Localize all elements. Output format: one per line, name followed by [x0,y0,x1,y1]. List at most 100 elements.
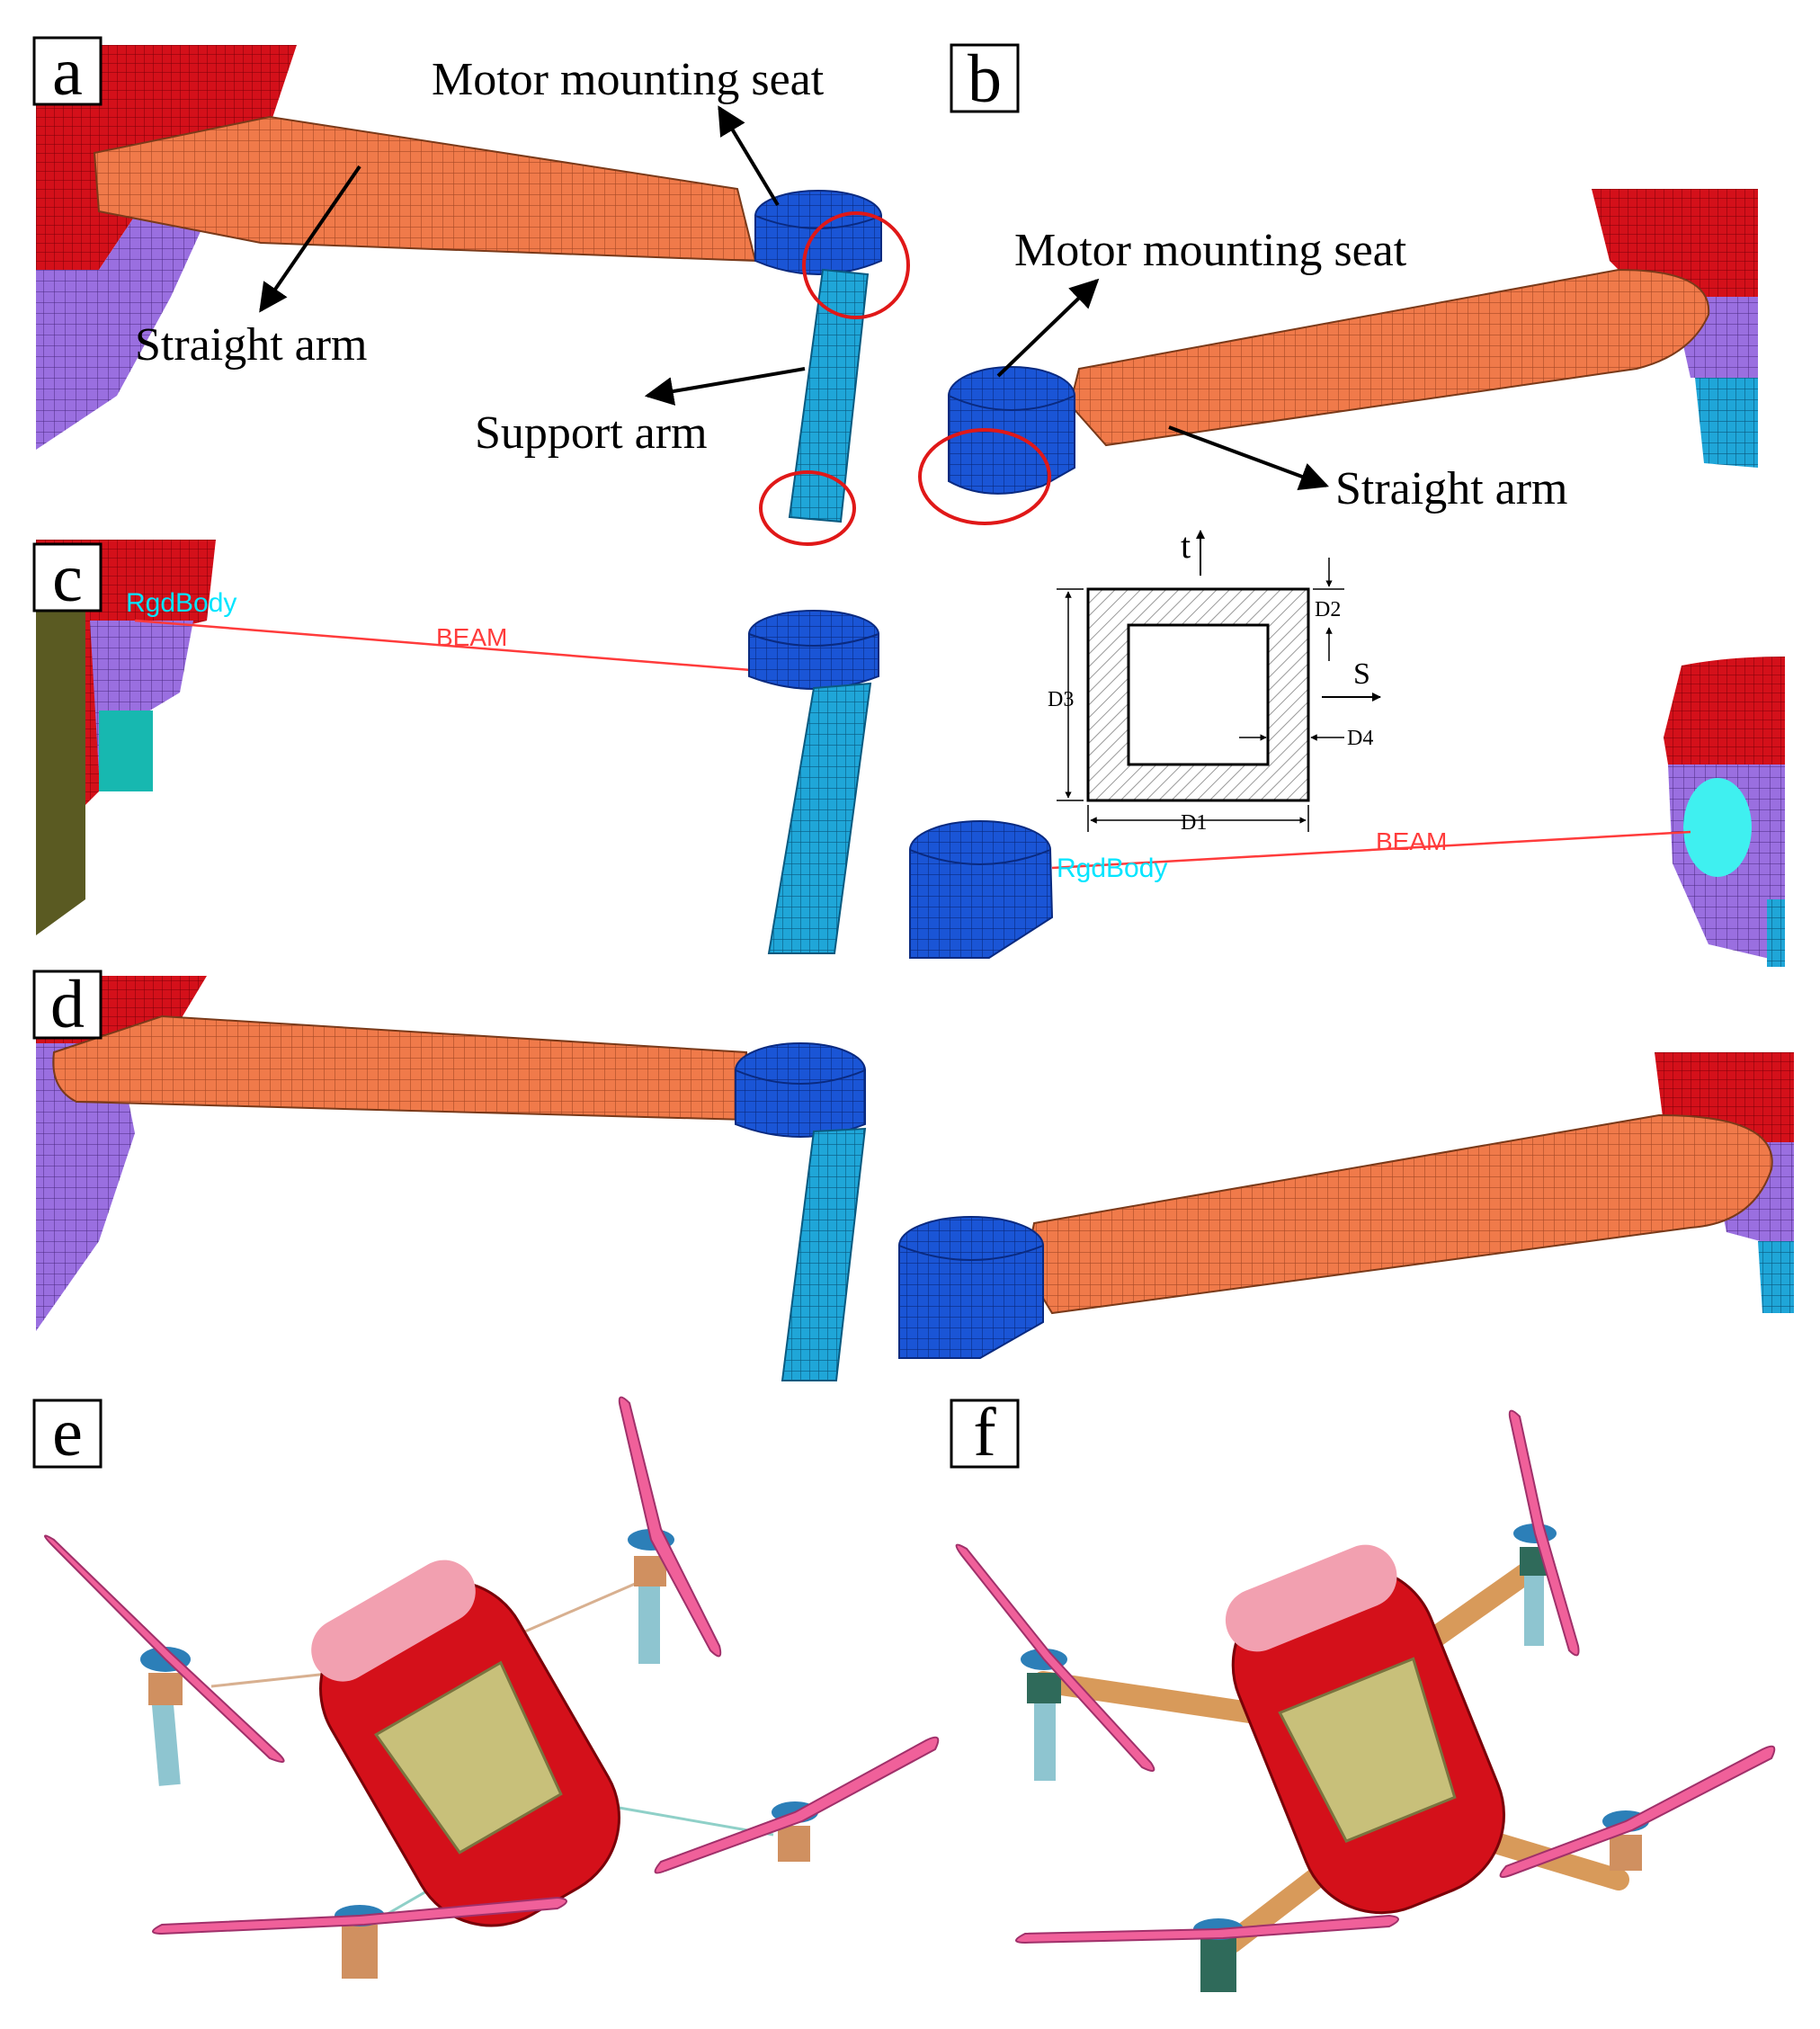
straight-arm-mesh-b [1068,268,1710,447]
panel-f: f [950,1395,1776,1992]
arrow-straight-arm-b [1168,425,1329,490]
propeller-f-bottom [1015,1914,1399,1944]
propeller-f-top [1508,1409,1580,1657]
label-d4: D4 [1347,727,1373,750]
support-cyan-c-right [1767,899,1785,967]
support-e-left [150,1690,181,1786]
motor-seat-wall-c [748,632,879,690]
battery-f [1278,1657,1457,1843]
drone-body-f [1225,1544,1506,1915]
motor-e-left [148,1673,183,1705]
motor-seat-wall-d [735,1068,866,1138]
panel-b: b Motor mounting seat Straight arm [918,41,1758,525]
drone-body-purple [36,162,216,450]
propeller-e-top [618,1396,722,1658]
rotor-e-top [618,1396,722,1664]
battery-e [374,1660,563,1855]
beam-cross-section: t S D1 D3 D2 D4 [1048,525,1381,835]
rotor-f-right [1499,1745,1776,1878]
straight-arm-d-right [1023,1113,1773,1315]
label-beam-c-right: BEAM [1376,827,1447,855]
support-arm-d [781,1127,867,1381]
arrow-straight-arm-a [259,165,361,313]
panel-a: a Motor mounting seat Straight arm Suppo… [32,34,910,546]
support-arm-mesh [788,268,870,523]
panel-d-label-box [32,970,103,1040]
arrow-motor-seat-b [996,278,1100,378]
label-d1: D1 [1181,811,1207,835]
label-rgdbody-c: RgdBody [126,588,236,618]
label-support-arm-a: Support arm [475,407,708,459]
motor-e-right [778,1826,810,1862]
motor-seat-wall-d-right [898,1244,1044,1359]
connector-cyan-c [99,711,153,791]
motor-seat-wall-c-right [909,848,1054,959]
drone-body-e [311,1560,620,1927]
label-s: S [1353,657,1370,691]
beam-line-c-right [1051,830,1691,870]
panel-b-label-box [950,43,1020,113]
rotor-e-right [654,1736,940,1874]
motor-seat-wall [754,214,882,275]
panel-e-label: e [52,1395,83,1470]
propeller-e-left [44,1534,285,1763]
panel-f-label-box [950,1399,1020,1469]
propeller-e-bottom [152,1896,567,1935]
motor-e-top [634,1556,666,1587]
drone-cap-f [1225,1544,1397,1652]
propeller-e-right [654,1736,940,1874]
body-olive-c [36,612,85,935]
panel-e-label-box [32,1399,103,1469]
support-cyan-d-right [1758,1241,1794,1313]
support-f-top [1524,1574,1544,1646]
support-arm-c [767,682,872,954]
panel-c-label: c [52,541,83,616]
body-purple-d [36,1043,135,1331]
rotor-f-top [1508,1409,1580,1657]
support-cyan-b [1695,378,1758,468]
label-motor-mounting-seat-a: Motor mounting seat [432,54,825,105]
panel-f-label: f [973,1395,996,1470]
rotor-e-bottom [152,1896,567,1979]
red-circle-seat [802,211,910,319]
arrow-motor-seat-a [718,105,780,207]
panel-d: d [32,967,1794,1381]
rotor-f-bottom [1015,1914,1399,1992]
red-circle-seat-b [918,428,1051,525]
label-rgdbody-c-right: RgdBody [1057,854,1167,883]
straight-arm-d [52,1014,747,1122]
panel-c: RgdBody BEAM c t S D1 D3 [32,525,1785,967]
drone-cap-e [311,1560,476,1682]
panel-b-label: b [968,41,1002,117]
label-motor-mounting-seat-b: Motor mounting seat [1014,225,1407,276]
propeller-f-left [955,1543,1155,1772]
beam-thin-e-2 [512,1577,648,1639]
beam-line-c [134,619,752,672]
label-d2: D2 [1315,598,1341,621]
motor-e-bottom [342,1925,378,1979]
motor-f-right [1610,1835,1642,1871]
motor-f-left [1027,1673,1061,1703]
motor-seat-wall-b [948,394,1075,495]
support-e-top [638,1583,660,1664]
motor-f-bottom [1200,1938,1236,1992]
red-circle-foot [759,470,856,546]
arrow-support-arm-a [644,367,806,406]
panel-a-label: a [52,34,83,110]
support-f-left [1034,1700,1056,1781]
rotor-f-left [955,1543,1155,1781]
beam-thin-e-3 [593,1801,774,1837]
panel-a-label-box [32,36,103,106]
label-d3: D3 [1048,688,1074,711]
panel-e: e [32,1395,940,1979]
panel-c-label-box [32,542,103,612]
label-straight-arm-a: Straight arm [135,319,368,371]
section-inner [1127,623,1270,766]
propeller-f-right [1499,1745,1776,1878]
rigid-node-cyan [1683,778,1752,877]
rotor-e-left [44,1534,285,1786]
label-straight-arm-b: Straight arm [1335,463,1568,514]
panel-d-label: d [50,967,85,1042]
label-t: t [1181,525,1191,566]
